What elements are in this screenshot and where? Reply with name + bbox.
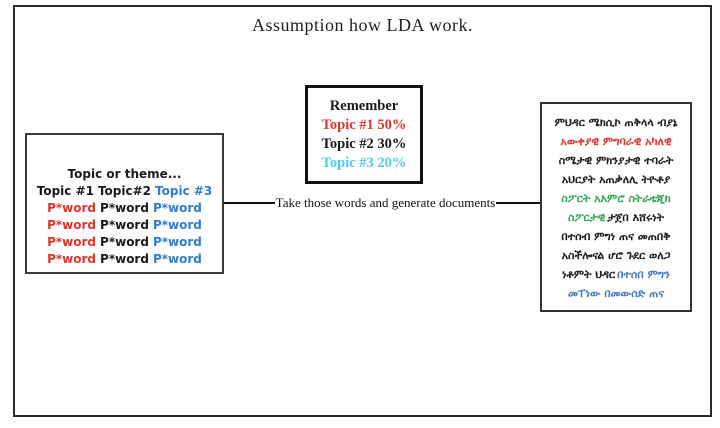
topics-box-heading: Topic or theme... (67, 167, 182, 181)
diagram-frame: Assumption how LDA work. Topic or theme.… (13, 5, 712, 417)
word-probability: P*word (152, 218, 202, 232)
document-text-line: አስችሎናል ሆሮ ጉደር ወለጋ (542, 246, 690, 265)
word-probability: P*word (47, 201, 97, 215)
arrow-label: Take those words and generate documents (275, 195, 496, 210)
arrow-line-left (224, 202, 275, 204)
document-text-line: ስሜታዊ ምክንያታዊ ተባራት (542, 151, 690, 170)
diagram-title: Assumption how LDA work. (251, 15, 473, 35)
word-probability: P*word (100, 252, 149, 266)
word-probability: P*word (152, 235, 202, 249)
word-probability: P*word (152, 252, 202, 266)
word-probability: P*word (100, 235, 149, 249)
topic-label: Topic #3 (155, 184, 213, 198)
remember-line: Topic #1 50% (321, 117, 407, 133)
topic-label: Topic #1 (36, 184, 94, 198)
document-text-line: መፐነው በመውሰድ ጠና (542, 284, 690, 303)
topic-label: Topic#2 (97, 184, 152, 198)
document-text-segment: ስፖርታዊ (567, 211, 606, 224)
document-text-segment: ስሜታዊ ምክንያታዊ ተባራት (558, 154, 674, 167)
document-text-line: ስፖርት አእምሮ ስትራቴጂክ (542, 189, 690, 208)
document-text-segment: መፐነው በመውሰድ ጠና (567, 287, 665, 300)
document-text-line: በተሰብ ምግነ ጠና መጠበቅ (542, 227, 690, 246)
document-text-segment: በተሰብ ምግነ ጠና መጠበቅ (561, 230, 671, 243)
document-text-segment: አስችሎናል ሆሮ ጉደር ወለጋ (561, 249, 671, 262)
document-text-line: ምህዳር ሜክሲኮ ጠቅላላ ብያኔ (542, 113, 690, 132)
word-probability: P*word (100, 218, 149, 232)
remember-line: Topic #3 20% (321, 155, 407, 171)
word-probability: P*word (100, 201, 149, 215)
word-probability: P*word (47, 252, 97, 266)
word-probability: P*word (47, 218, 97, 232)
remember-line: Topic #2 30% (321, 136, 407, 152)
document-text-line: አውቀያዊ ምግባራዊ አካለዊ (542, 132, 690, 151)
remember-line: Remember (329, 98, 399, 114)
document-text-segment: ታጀበ እሸሩነት (607, 211, 665, 224)
generate-arrow: Take those words and generate documents (224, 194, 555, 212)
document-text-segment: ነቶምት ህዳር (562, 268, 616, 281)
document-text-segment: አውቀያዊ ምግባራዊ አካለዊ (560, 135, 672, 148)
document-text-line: አህርያት አጠቃለሊ ትዮቶያ (542, 170, 690, 189)
arrow-line-right (496, 202, 547, 204)
documents-box: ምህዳር ሜክሲኮ ጠቅላላ ብያኔ አውቀያዊ ምግባራዊ አካለዊ ስሜታዊ ም… (540, 102, 692, 312)
word-probability: P*word (152, 201, 202, 215)
word-probability: P*word (47, 235, 97, 249)
document-text-segment: ስፖርት አእምሮ ስትራቴጂክ (561, 192, 671, 205)
document-text-segment: ምህዳር ሜክሲኮ ጠቅላላ ብያኔ (554, 116, 678, 129)
document-text-segment: አህርያት አጠቃለሊ ትዮቶያ (561, 173, 671, 186)
document-text-segment: በተሰበ ምግን (617, 268, 670, 281)
